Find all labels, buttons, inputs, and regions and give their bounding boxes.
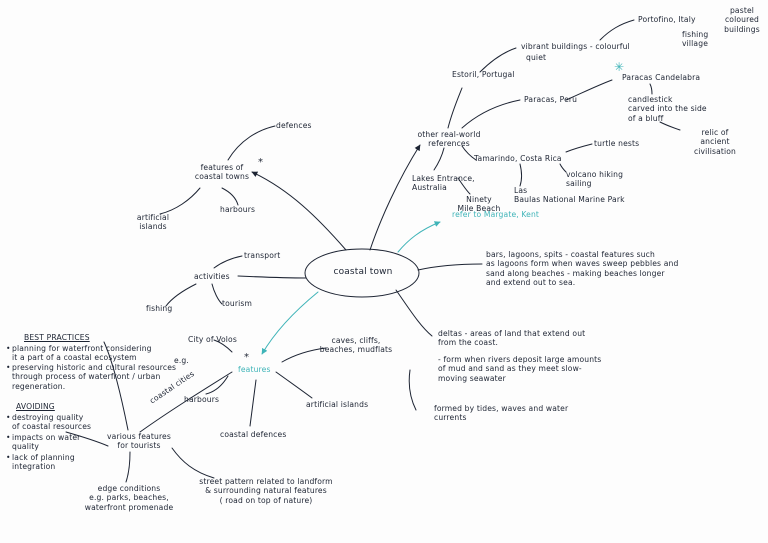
link-to-activities — [237, 275, 307, 279]
node-pastel: pastel coloured buildings — [724, 6, 760, 34]
link-to-margate — [397, 221, 441, 253]
link-coastal-cities — [139, 371, 233, 433]
star-icon: * — [258, 157, 263, 168]
link-features-harbours — [205, 375, 229, 395]
link-baulas — [519, 163, 522, 187]
link-candlestick — [649, 83, 653, 95]
node-defences: defences — [276, 121, 312, 130]
link-to-deltas — [395, 289, 433, 337]
node-street: street pattern related to landform & sur… — [199, 477, 333, 505]
node-portofino: Portofino, Italy — [638, 15, 696, 24]
link-harbours-top — [221, 187, 239, 206]
link-lakes — [433, 147, 445, 171]
avoiding-bullet: • — [6, 453, 11, 462]
node-form-when: - form when rivers deposit large amounts… — [438, 355, 602, 383]
node-baulas: Las Baulas National Marine Park — [514, 186, 625, 205]
link-to-bars — [417, 263, 483, 271]
best-practices-bullet: • — [6, 363, 11, 372]
link-various-avoiding — [65, 431, 109, 447]
node-ninety: Ninety Mile Beach — [457, 195, 501, 214]
node-artificial-islands-top: artificial islands — [136, 213, 170, 232]
link-volcano — [559, 163, 567, 173]
avoiding-item: impacts on water quality — [12, 433, 81, 452]
link-tourism — [211, 283, 223, 305]
node-candlestick: candlestick carved into the side of a bl… — [628, 95, 707, 123]
link-artificial-islands-top — [159, 187, 201, 215]
link-defences — [227, 125, 276, 161]
node-caves: caves, cliffs, beaches, mudflats — [319, 336, 393, 355]
node-various: various features for tourists — [107, 432, 171, 451]
star-icon: * — [244, 352, 249, 363]
node-quiet: quiet — [526, 53, 547, 62]
node-artificial-islands-mid: artificial islands — [306, 400, 369, 409]
node-paracas: Paracas, Peru — [524, 95, 578, 104]
link-fishing — [165, 283, 197, 307]
node-features-of-coastal-towns: features of coastal towns — [194, 163, 250, 182]
link-transport — [213, 255, 243, 269]
node-candelabra: Paracas Candelabra — [622, 73, 701, 82]
avoiding-item: lack of planning integration — [12, 453, 75, 472]
node-formed-by: formed by tides, waves and water current… — [434, 404, 569, 423]
link-to-other-refs — [369, 144, 421, 251]
node-tamarindo: Tamarindo, Costa Rica — [474, 154, 562, 163]
link-portofino — [599, 19, 635, 41]
link-turtle — [565, 143, 593, 153]
link-ninety — [457, 177, 471, 195]
node-transport: transport — [244, 251, 281, 260]
node-city-of-volos: City of Volos — [188, 335, 237, 344]
node-volcano: volcano hiking sailing — [566, 170, 624, 189]
link-vibrant — [479, 47, 517, 73]
node-coastal-defences: coastal defences — [220, 430, 287, 439]
node-edge: edge conditions e.g. parks, beaches, wat… — [84, 484, 174, 512]
best-practices-item: preserving historic and cultural resourc… — [12, 363, 177, 391]
node-fishing-village: fishing village — [682, 30, 709, 49]
node-margate: refer to Margate, Kent — [452, 210, 540, 219]
node-fishing: fishing — [146, 304, 173, 313]
star-icon-teal: ✳ — [614, 60, 625, 74]
best-practices-item: planning for waterfront considering it a… — [12, 344, 152, 363]
node-turtle: turtle nests — [594, 139, 640, 148]
link-various-bestpractices — [103, 341, 129, 431]
link-relic — [659, 121, 681, 131]
center-ellipse — [304, 248, 420, 298]
best-practices-bullet: • — [6, 344, 11, 353]
link-various-edge — [125, 451, 131, 483]
node-other-refs: other real-world references — [417, 130, 481, 149]
link-features-city — [213, 339, 233, 353]
node-vibrant: vibrant buildings - colourful — [521, 42, 630, 51]
link-to-features-of-coastal-towns — [251, 171, 347, 251]
avoiding-bullet: • — [6, 433, 11, 442]
link-estoril — [447, 87, 463, 129]
node-relic: relic of ancient civilisation — [693, 128, 737, 156]
node-harbours-mid: harbours — [184, 395, 220, 404]
link-candelabra — [565, 79, 613, 101]
link-paracas — [461, 99, 521, 129]
avoiding-title: AVOIDING — [16, 402, 55, 411]
node-tourism: tourism — [222, 299, 253, 308]
link-features-caves — [281, 347, 327, 363]
node-lakes: Lakes Entrance, Australia — [412, 174, 475, 193]
node-bars: bars, lagoons, spits - coastal features … — [486, 250, 679, 288]
avoiding-item: destroying quality of coastal resources — [12, 413, 92, 432]
link-various-street — [171, 447, 215, 479]
avoiding-bullet: • — [6, 413, 11, 422]
link-tamarindo — [461, 145, 477, 161]
node-features: features — [238, 365, 271, 374]
node-estoril: Estoril, Portugal — [452, 70, 515, 79]
link-to-features — [261, 291, 319, 355]
link-to-formed-by — [408, 369, 417, 411]
link-features-defences — [249, 379, 257, 427]
best-practices-title: BEST PRACTICES — [24, 333, 90, 342]
node-deltas: deltas - areas of land that extend out f… — [438, 329, 586, 348]
node-harbours-top: harbours — [220, 205, 256, 214]
center-label: coastal town — [333, 267, 393, 277]
link-features-artificial — [275, 371, 313, 399]
node-activities: activities — [194, 272, 230, 281]
node-eg: e.g. — [174, 356, 189, 365]
